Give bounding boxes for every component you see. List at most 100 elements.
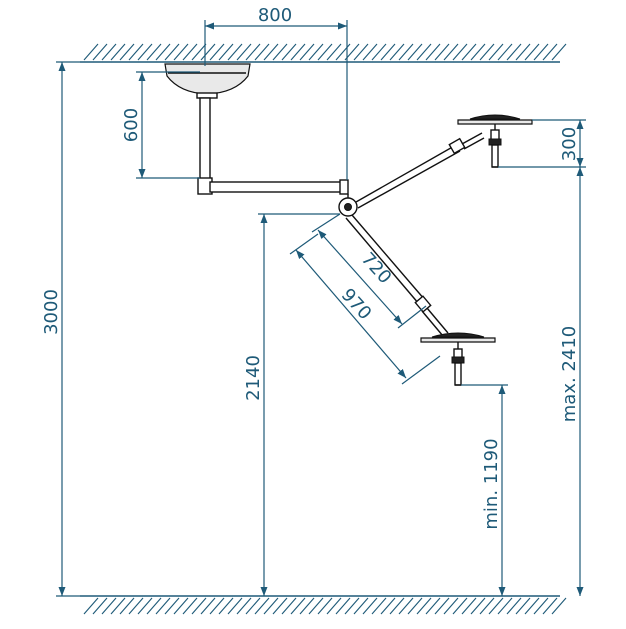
hatch-line bbox=[434, 43, 450, 61]
hatch-line bbox=[371, 43, 387, 61]
hatch-line bbox=[542, 597, 558, 615]
hatch-line bbox=[398, 597, 414, 615]
hatch-line bbox=[164, 597, 180, 615]
hatch-line bbox=[200, 43, 216, 61]
hatch-line bbox=[128, 597, 144, 615]
hatch-line bbox=[281, 43, 297, 61]
hatch-line bbox=[164, 43, 180, 61]
hatch-line bbox=[461, 43, 477, 61]
hatch-line bbox=[353, 43, 369, 61]
hatch-line bbox=[245, 597, 261, 615]
hatch-line bbox=[182, 43, 198, 61]
hatch-line bbox=[317, 43, 333, 61]
hatch-line bbox=[236, 43, 252, 61]
dimension-room-height: 3000 bbox=[41, 61, 80, 597]
dimension-arm-length-label: 720 bbox=[357, 249, 396, 289]
hatch-line bbox=[515, 43, 531, 61]
hatch-line bbox=[272, 597, 288, 615]
hatch-line bbox=[452, 597, 468, 615]
hatch-line bbox=[290, 597, 306, 615]
hatch-line bbox=[182, 597, 198, 615]
dimension-joint-height: 2140 bbox=[243, 213, 340, 596]
hatch-line bbox=[452, 43, 468, 61]
hatch-line bbox=[245, 43, 261, 61]
hatch-line bbox=[326, 43, 342, 61]
hatch-line bbox=[110, 597, 126, 615]
hatch-line bbox=[299, 597, 315, 615]
dimension-joint-height-label: 2140 bbox=[243, 355, 264, 401]
hatch-line bbox=[479, 43, 495, 61]
hatch-line bbox=[155, 43, 171, 61]
dimension-max-height: max. 2410 bbox=[559, 167, 584, 596]
hatch-line bbox=[128, 43, 144, 61]
hatch-line bbox=[362, 597, 378, 615]
dimension-reach-label: 970 bbox=[337, 285, 376, 325]
hatch-line bbox=[308, 43, 324, 61]
hatch-line bbox=[335, 43, 351, 61]
hatch-line bbox=[533, 597, 549, 615]
hatch-line bbox=[425, 43, 441, 61]
hatch-line bbox=[353, 597, 369, 615]
upper-spring-arm bbox=[355, 132, 485, 209]
dimension-head-height-label: 300 bbox=[559, 127, 580, 161]
dimension-head-height: 300 bbox=[498, 119, 586, 168]
hatch-line bbox=[119, 597, 135, 615]
hatch-line bbox=[362, 43, 378, 61]
hatch-line bbox=[380, 597, 396, 615]
hatch-line bbox=[488, 43, 504, 61]
ceiling-hatch bbox=[80, 43, 567, 63]
hatch-line bbox=[308, 597, 324, 615]
hatch-line bbox=[533, 43, 549, 61]
hatch-line bbox=[389, 43, 405, 61]
hatch-line bbox=[524, 43, 540, 61]
hatch-line bbox=[209, 597, 225, 615]
hatch-line bbox=[497, 43, 513, 61]
hatch-line bbox=[335, 597, 351, 615]
hatch-line bbox=[470, 597, 486, 615]
dimension-ceiling-offset: 800 bbox=[204, 5, 348, 180]
dimension-mount-height: 600 bbox=[121, 71, 200, 179]
hatch-line bbox=[173, 597, 189, 615]
hatch-line bbox=[425, 597, 441, 615]
hatch-line bbox=[263, 43, 279, 61]
hatch-line bbox=[344, 597, 360, 615]
hatch-line bbox=[272, 43, 288, 61]
hatch-line bbox=[101, 43, 117, 61]
hatch-line bbox=[281, 597, 297, 615]
hatch-line bbox=[407, 43, 423, 61]
hatch-line bbox=[443, 597, 459, 615]
horizontal-arm bbox=[209, 179, 349, 195]
hatch-line bbox=[371, 597, 387, 615]
hatch-line bbox=[227, 597, 243, 615]
hatch-line bbox=[209, 43, 225, 61]
hatch-line bbox=[542, 43, 558, 61]
hatch-line bbox=[416, 43, 432, 61]
dimension-room-height-label: 3000 bbox=[41, 289, 62, 335]
dimension-min-height: min. 1190 bbox=[461, 384, 508, 596]
hatch-line bbox=[155, 597, 171, 615]
hatch-line bbox=[479, 597, 495, 615]
dimension-max-height-label: max. 2410 bbox=[559, 326, 580, 422]
hatch-line bbox=[236, 597, 252, 615]
hatch-line bbox=[263, 597, 279, 615]
dimension-ceiling-offset-label: 800 bbox=[258, 5, 292, 26]
hatch-line bbox=[470, 43, 486, 61]
hatch-line bbox=[200, 597, 216, 615]
dimension-mount-height-label: 600 bbox=[121, 108, 142, 142]
ceiling-mount bbox=[164, 63, 251, 99]
hatch-line bbox=[551, 43, 567, 61]
hatch-line bbox=[254, 43, 270, 61]
hatch-line bbox=[506, 43, 522, 61]
hatch-line bbox=[326, 597, 342, 615]
hatch-line bbox=[137, 597, 153, 615]
hatch-line bbox=[137, 43, 153, 61]
hatch-line bbox=[218, 43, 234, 61]
hatch-line bbox=[515, 597, 531, 615]
hatch-line bbox=[146, 597, 162, 615]
hatch-line bbox=[119, 43, 135, 61]
hatch-line bbox=[407, 597, 423, 615]
hatch-line bbox=[434, 597, 450, 615]
hatch-line bbox=[380, 43, 396, 61]
hatch-line bbox=[497, 597, 513, 615]
